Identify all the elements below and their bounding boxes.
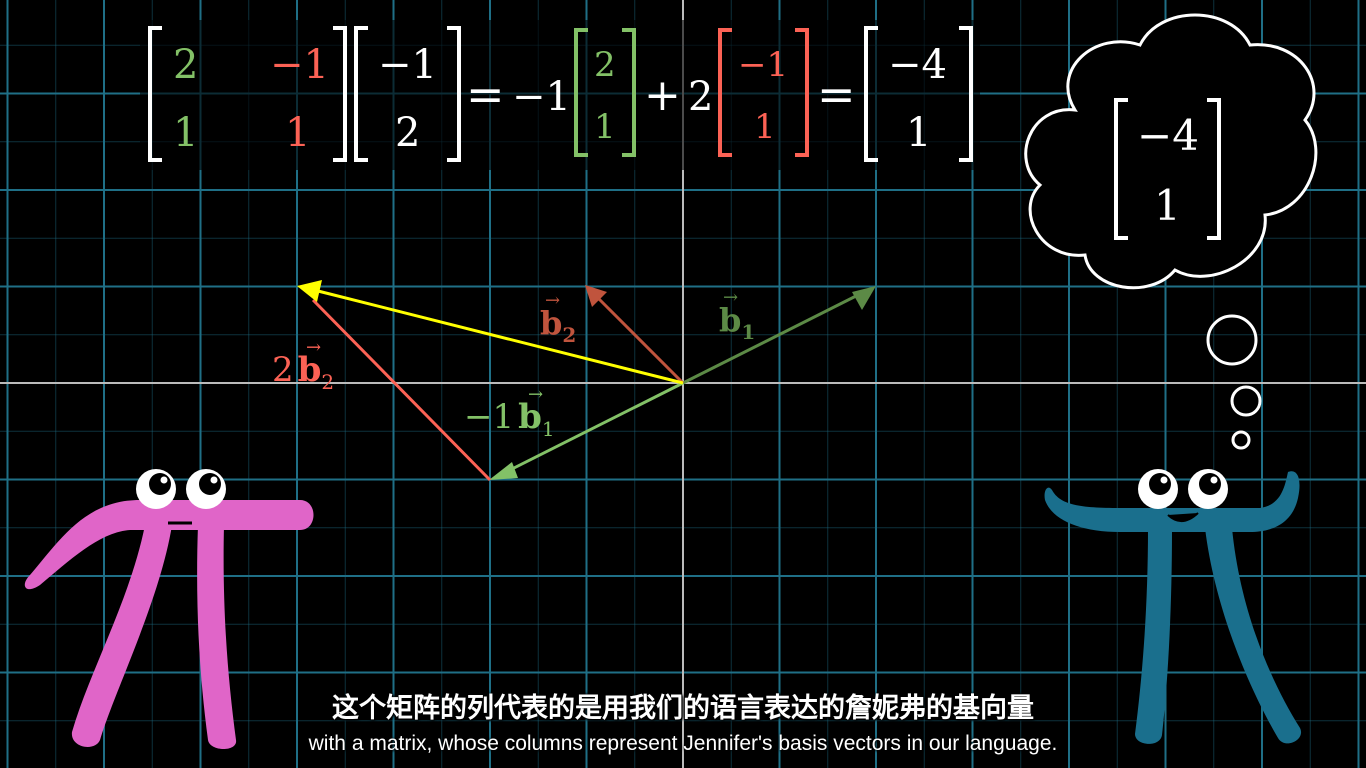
subtitle-english: with a matrix, whose columns represent J…: [308, 732, 1058, 755]
thought-cloud: [1024, 13, 1318, 290]
label-b2: b2: [540, 304, 576, 347]
col1-left-bracket: [574, 28, 588, 157]
thought-dot-small: [1231, 430, 1251, 450]
plus-sign: +: [644, 70, 681, 121]
matrix-left-bracket: [148, 26, 162, 162]
col1-c2: 1: [594, 107, 616, 147]
equals-sign-2: =: [817, 67, 856, 121]
teal-right-leg: [1205, 528, 1302, 744]
matrix-a11: 2: [173, 42, 198, 88]
pi-creature-teal: [1044, 469, 1302, 744]
vector-b1-arrowhead: [852, 286, 876, 310]
thought-bubble-icon: −4 1: [1024, 13, 1318, 450]
pink-body-top: [24, 500, 314, 590]
vector-right-bracket: [447, 26, 461, 162]
teal-left-pupil: [1149, 473, 1171, 495]
vector-result-arrowhead: [297, 280, 322, 302]
col2-c1: −1: [738, 45, 788, 85]
label-b1: b1: [719, 301, 755, 344]
vector-neg-b1: [505, 381, 684, 474]
teal-mouth: [1167, 512, 1199, 522]
vector-b2: [595, 295, 685, 385]
vector-b1: [682, 293, 859, 385]
thought-dot-large: [1206, 314, 1258, 366]
thought-right-bracket: [1207, 98, 1221, 240]
matrix-right-bracket: [333, 26, 347, 162]
teal-left-glint: [1160, 476, 1168, 484]
teal-body-top: [1044, 471, 1300, 532]
vectors: [297, 280, 876, 482]
equals-sign-1: =: [466, 67, 505, 121]
pink-left-pupil: [149, 473, 171, 495]
pink-right-leg: [197, 525, 237, 749]
thought-r2: 1: [1154, 181, 1181, 230]
result-right-bracket: [959, 26, 973, 162]
col1-right-bracket: [622, 28, 636, 157]
teal-left-leg: [1135, 528, 1172, 744]
teal-right-glint: [1210, 476, 1218, 484]
subtitle-chinese: 这个矩阵的列代表的是用我们的语言表达的詹妮弗的基向量: [332, 693, 1034, 724]
vector-result: [317, 289, 684, 385]
matrix-a22: 1: [285, 110, 310, 156]
matrix-a12: −1: [270, 42, 329, 88]
thought-r1: −4: [1137, 111, 1199, 160]
label-b1-arrow: →: [723, 287, 738, 308]
equation-backdrop: [140, 20, 980, 170]
vector-2b2: [311, 298, 492, 482]
result-r2: 1: [906, 110, 931, 156]
col2-right-bracket: [795, 28, 809, 157]
col2-left-bracket: [718, 28, 732, 157]
coefficient-1: −1: [512, 74, 571, 120]
pink-right-glint: [210, 476, 218, 484]
label-b2-arrow: →: [545, 290, 560, 311]
col2-c2: 1: [754, 107, 776, 147]
coefficient-2: 2: [688, 74, 713, 120]
pink-right-pupil: [199, 473, 221, 495]
pink-left-glint: [160, 476, 168, 484]
pink-left-leg: [71, 525, 172, 747]
equation: 2 −1 1 1 −1 2 = −1 2 1 + 2 −1 1 = −4 1: [148, 26, 973, 162]
vector-left-bracket: [354, 26, 368, 162]
matrix-a21: 1: [173, 110, 198, 156]
thought-dot-medium: [1230, 385, 1262, 417]
label-neg-b1-arrow: →: [528, 384, 543, 405]
teal-right-pupil: [1199, 473, 1221, 495]
vector-v1: −1: [378, 42, 437, 88]
label-2b2-arrow: →: [306, 337, 321, 358]
result-left-bracket: [864, 26, 878, 162]
vector-v2: 2: [395, 110, 420, 156]
pi-creature-pink: [24, 469, 314, 749]
thought-left-bracket: [1114, 98, 1128, 240]
col1-c1: 2: [594, 45, 616, 85]
vector-b2-arrowhead: [585, 285, 607, 307]
vector-neg-b1-arrowhead: [489, 462, 518, 480]
result-r1: −4: [888, 42, 947, 88]
